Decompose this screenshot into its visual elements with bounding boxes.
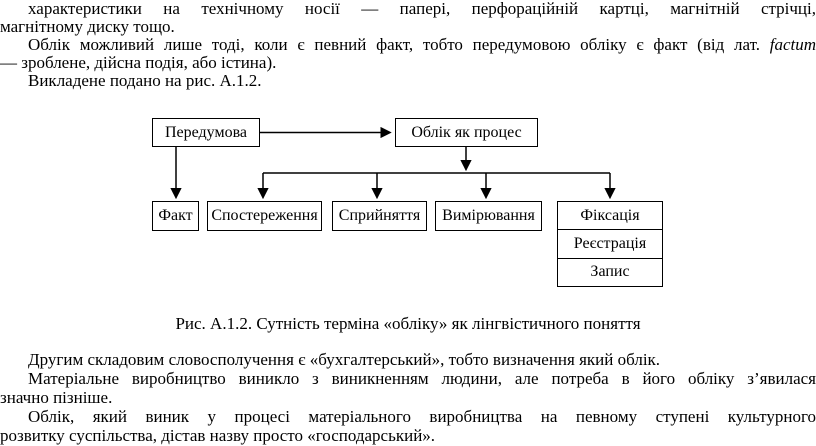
body-text-segment: Облік можливий лише тоді, коли є певний … xyxy=(28,35,770,54)
diagram-box-sposterezhennia: Спостереження xyxy=(207,201,322,231)
body-text-line: розвитку суспільства, дістав назву прост… xyxy=(0,426,436,445)
body-text-line: Викладене подано на рис. А.1.2. xyxy=(28,71,262,90)
bottom-text-block: Другим складовим словосполучення є «бухг… xyxy=(0,350,816,445)
diagram-box-fakt: Факт xyxy=(152,201,199,231)
diagram-box-fiksatsiia-stack: Фіксація Реєстрація Запис xyxy=(557,201,663,287)
body-text-line: Матеріальне виробництво виникло з виникн… xyxy=(28,369,816,388)
body-text-line: Облік, який виник у процесі матеріальног… xyxy=(28,407,816,426)
diagram-box-oblik-yak-protses: Облік як процес xyxy=(395,118,538,147)
body-text-line: магнітному диску тощо. xyxy=(0,17,175,36)
diagram-box-spryiniattia: Сприйняття xyxy=(332,201,427,231)
diagram-cell-reiestratsiia: Реєстрація xyxy=(558,229,662,257)
body-text-line: — зроблене, дійсна подія, або істина). xyxy=(0,53,277,72)
top-text-block: характеристики на технічному носії — пап… xyxy=(0,0,816,90)
diagram-cell-fiksatsiia: Фіксація xyxy=(580,206,640,224)
body-text-line: значно пізніше. xyxy=(0,388,113,407)
body-text-line: характеристики на технічному носії — пап… xyxy=(28,0,816,18)
latin-term-italic: factum xyxy=(769,35,816,54)
body-text-line: Другим складовим словосполучення є «бухг… xyxy=(28,350,661,369)
body-text-line: Облік можливий лише тоді, коли є певний … xyxy=(0,36,816,54)
diagram-cell-zapys: Запис xyxy=(558,257,662,286)
figure-caption: Рис. А.1.2. Сутність терміна «обліку» як… xyxy=(175,314,641,333)
diagram-box-vymiriuvannia: Вимірювання xyxy=(435,201,542,231)
diagram-box-peredumova: Передумова xyxy=(152,118,260,147)
